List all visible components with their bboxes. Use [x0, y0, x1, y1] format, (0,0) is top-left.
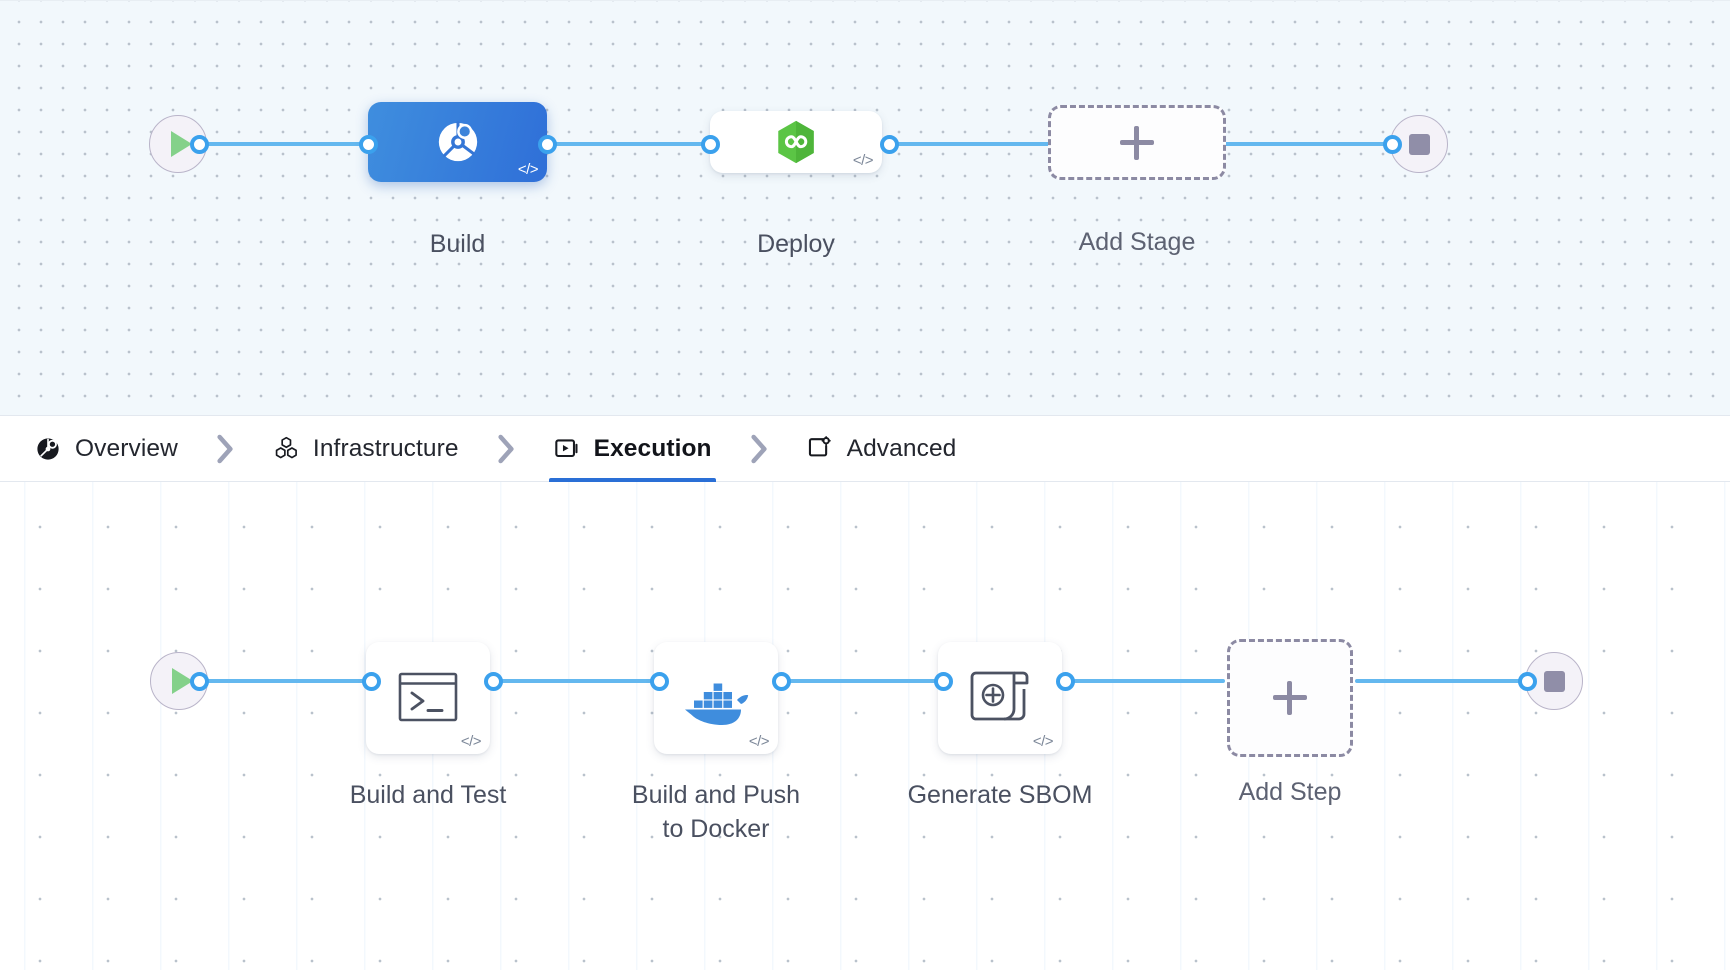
terminal-icon — [398, 672, 458, 722]
tab-label-infrastructure: Infrastructure — [312, 434, 459, 462]
edge-addstep-to-end — [1355, 679, 1525, 683]
tab-separator-3 — [716, 415, 802, 482]
infrastructure-icon — [272, 435, 300, 463]
tab-separator-2 — [463, 415, 549, 482]
code-badge: </> — [517, 161, 539, 178]
edge-step1-to-step2 — [487, 679, 662, 683]
add-stage-button[interactable] — [1048, 105, 1226, 180]
edge-start-to-build — [196, 142, 386, 146]
port-exec-start-out[interactable] — [190, 672, 209, 691]
stop-icon — [1543, 670, 1565, 692]
edge-step3-to-addstep — [1060, 679, 1225, 683]
sbom-scroll-icon — [970, 671, 1029, 721]
port-step1-out[interactable] — [484, 672, 503, 691]
code-badge: </> — [1032, 733, 1054, 750]
add-stage-label: Add Stage — [1078, 228, 1196, 256]
code-badge: </> — [748, 733, 770, 750]
edge-addstage-to-end — [1222, 142, 1408, 146]
port-build-out[interactable] — [538, 135, 557, 154]
port-step3-in[interactable] — [934, 672, 953, 691]
add-step-button[interactable] — [1227, 639, 1353, 757]
port-step2-in[interactable] — [650, 672, 669, 691]
port-end-in[interactable] — [1383, 135, 1402, 154]
code-badge: </> — [460, 733, 482, 750]
step-label-build-push-docker: Build and Push to Docker — [631, 781, 801, 843]
stage-label-build: Build — [429, 230, 486, 258]
harness-cd-icon — [778, 120, 814, 164]
stage-node-build[interactable]: </> — [368, 102, 547, 182]
stage-node-deploy[interactable]: </> — [710, 111, 882, 173]
tab-advanced[interactable]: Advanced — [802, 415, 961, 482]
edge-build-to-deploy — [540, 142, 718, 146]
advanced-icon — [806, 435, 834, 463]
port-start-out[interactable] — [190, 135, 209, 154]
tab-infrastructure[interactable]: Infrastructure — [268, 415, 463, 482]
plus-icon — [1273, 681, 1307, 715]
port-exec-end-in[interactable] — [1518, 672, 1537, 691]
step-node-build-push-docker[interactable]: </> — [654, 642, 778, 754]
edge-start-to-step1 — [196, 679, 371, 683]
tab-separator-1 — [182, 415, 268, 482]
port-step3-out[interactable] — [1056, 672, 1075, 691]
port-build-in[interactable] — [359, 135, 378, 154]
port-step2-out[interactable] — [772, 672, 791, 691]
step-label-build-and-test: Build and Test — [349, 781, 507, 809]
port-deploy-in[interactable] — [701, 135, 720, 154]
add-step-label: Add Step — [1238, 778, 1342, 806]
tab-label-execution: Execution — [593, 434, 712, 462]
step-label-generate-sbom: Generate SBOM — [907, 781, 1093, 809]
chevron-right-icon — [498, 434, 514, 463]
tab-label-advanced: Advanced — [846, 434, 957, 462]
edge-deploy-to-addstage — [860, 142, 1050, 146]
play-icon — [171, 131, 192, 157]
pipeline-start-node[interactable] — [149, 115, 207, 173]
execution-icon — [553, 435, 581, 463]
chevron-right-icon — [751, 434, 767, 463]
overview-icon — [34, 435, 62, 463]
tab-execution[interactable]: Execution — [548, 415, 716, 482]
edge-step2-to-step3 — [770, 679, 945, 683]
harness-ci-icon — [438, 121, 477, 162]
play-icon — [172, 668, 193, 694]
stage-label-deploy: Deploy — [757, 230, 835, 258]
step-node-generate-sbom[interactable]: </> — [938, 642, 1062, 754]
tab-overview[interactable]: Overview — [30, 415, 182, 482]
tab-label-overview: Overview — [75, 434, 178, 462]
stage-graph-canvas[interactable]: </> Build </> Deploy Add Stage — [0, 0, 1730, 415]
chevron-right-icon — [217, 434, 233, 463]
docker-icon — [685, 683, 749, 725]
port-deploy-out[interactable] — [880, 135, 899, 154]
stop-icon — [1408, 133, 1430, 155]
step-node-build-and-test[interactable]: </> — [366, 642, 490, 754]
plus-icon — [1120, 125, 1154, 160]
port-step1-in[interactable] — [362, 672, 381, 691]
stage-config-tabs[interactable]: Overview Infrastructure — [0, 415, 1730, 482]
execution-graph-canvas[interactable]: </> Build and Test </> — [0, 482, 1730, 970]
code-badge: </> — [852, 152, 874, 169]
